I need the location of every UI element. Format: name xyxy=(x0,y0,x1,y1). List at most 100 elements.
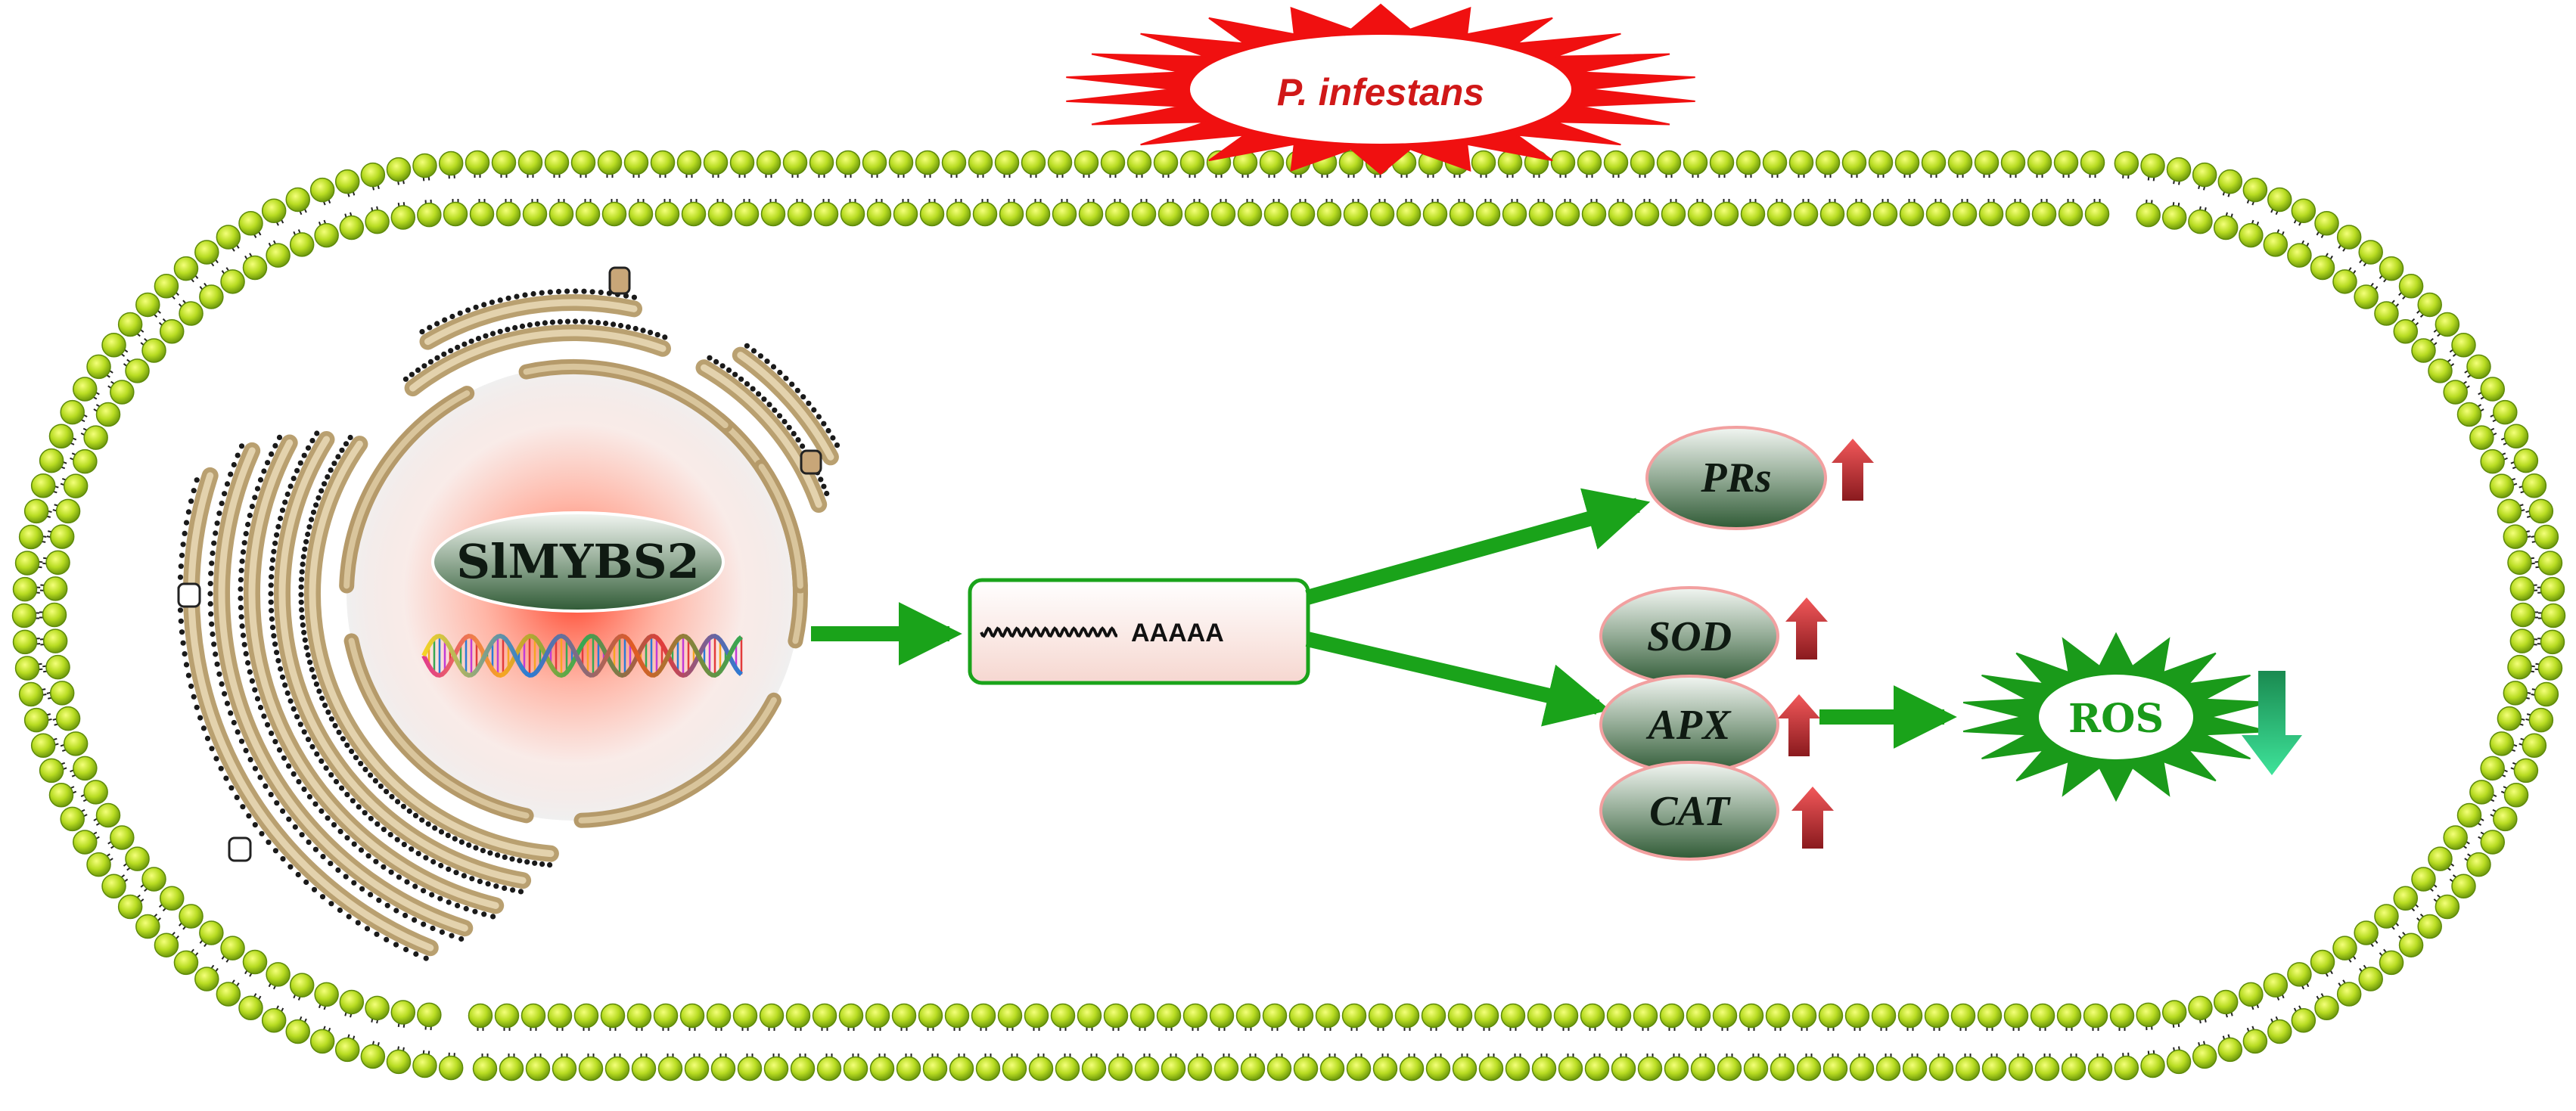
ribosome-dot xyxy=(216,671,222,677)
ribosome-dot xyxy=(286,763,292,769)
lipid-head xyxy=(1478,1056,1504,1082)
lipid-head xyxy=(703,150,729,175)
ribosome-dot xyxy=(179,629,185,635)
lipid-head xyxy=(1528,201,1554,227)
lipid-head xyxy=(578,1056,604,1082)
ribosome-dot xyxy=(766,402,772,408)
envelope-lumen xyxy=(578,697,777,824)
lipid-head xyxy=(18,524,44,550)
lipid-head xyxy=(575,201,601,227)
lipid-head xyxy=(597,150,623,175)
lipid-head xyxy=(2522,733,2547,759)
lipid-head xyxy=(1425,1056,1451,1082)
ribosome-dot xyxy=(328,901,334,907)
lipid-head xyxy=(2192,162,2217,188)
ribosome-dot xyxy=(182,530,188,537)
lipid-head xyxy=(2398,933,2424,957)
lipid-head xyxy=(2291,198,2317,223)
lipid-head xyxy=(2537,551,2563,576)
lipid-head xyxy=(547,1003,573,1029)
lipid-head xyxy=(125,846,150,871)
ribosome-dot xyxy=(297,722,303,728)
ribosome-dot xyxy=(777,369,783,376)
lipid-head xyxy=(1868,150,1894,175)
gene-pill xyxy=(431,511,725,613)
lipid-head xyxy=(289,973,315,998)
lipid-head xyxy=(816,1056,842,1082)
ribosome-dot xyxy=(358,847,365,853)
ribosome-dot xyxy=(381,864,387,870)
er-lumen xyxy=(409,329,667,392)
ribosome-dot xyxy=(333,778,340,785)
lipid-head xyxy=(1153,150,1179,175)
lipid-head xyxy=(785,1003,811,1029)
ribosome-dot xyxy=(197,715,204,721)
ribosome-dot xyxy=(274,800,280,806)
ribosome-dot xyxy=(298,591,304,597)
ribosome-dot xyxy=(291,771,297,777)
ribosome-dot xyxy=(750,386,756,392)
ribosome-dot xyxy=(401,842,407,848)
lipid-head xyxy=(1394,1003,1420,1029)
ribosome-dot xyxy=(446,899,452,905)
ribosome-dot xyxy=(301,452,307,458)
lipid-head xyxy=(1105,201,1130,227)
vesicle xyxy=(800,449,822,475)
lipid-head xyxy=(684,1056,710,1082)
lipid-head xyxy=(334,169,360,194)
lipid-head xyxy=(465,150,490,175)
ribosome-dot xyxy=(208,570,214,576)
ribosome-dot xyxy=(274,650,280,656)
ribosome-dot xyxy=(183,662,190,668)
lipid-head xyxy=(2034,1056,2060,1082)
lipid-head xyxy=(1871,1003,1897,1029)
lipid-head xyxy=(1293,1056,1319,1082)
ribosome-dot xyxy=(519,323,526,329)
lipid-head xyxy=(1237,201,1263,227)
ribosome-dot xyxy=(243,650,249,657)
lipid-head xyxy=(2263,973,2289,998)
ribosome-dot xyxy=(314,430,320,436)
ribosome-dot xyxy=(662,334,668,340)
ribosome-dot xyxy=(445,833,451,839)
lipid-head xyxy=(154,274,179,299)
ribosome-dot xyxy=(534,321,541,327)
cat-up-arrow xyxy=(1791,787,1834,849)
ribosome-dot xyxy=(344,742,350,748)
lipid-head xyxy=(2213,215,2239,241)
lipid-head xyxy=(2503,424,2529,448)
ribosome-dot xyxy=(806,400,812,406)
vesicle xyxy=(608,266,631,295)
lipid-head xyxy=(759,1003,785,1029)
lipid-head xyxy=(2489,473,2515,498)
lipid-head xyxy=(1531,1056,1557,1082)
lipid-head xyxy=(2480,756,2505,781)
lipid-head xyxy=(946,201,971,227)
ribosome-dot xyxy=(276,747,283,753)
lipid-head xyxy=(1213,1056,1239,1082)
ribosome-dot xyxy=(458,936,465,942)
lipid-head xyxy=(179,301,204,326)
lipid-head xyxy=(2493,806,2518,832)
lipid-head xyxy=(2239,982,2264,1007)
ribosome-dot xyxy=(421,363,427,369)
lipid-head xyxy=(2030,1003,2056,1029)
ribosome-dot xyxy=(782,418,788,425)
lipid-head xyxy=(1156,1003,1182,1029)
ribosome-dot xyxy=(254,696,261,702)
ribosome-dot xyxy=(272,848,278,854)
ribosome-dot xyxy=(825,427,831,434)
dna-strand xyxy=(421,633,743,678)
lipid-head xyxy=(1550,150,1576,175)
ribosome-dot xyxy=(238,595,244,601)
lipid-head xyxy=(309,177,335,203)
lipid-head xyxy=(840,201,865,227)
lipid-head xyxy=(1235,1003,1261,1029)
lipid-head xyxy=(2507,654,2532,680)
ribosome-dot xyxy=(726,367,732,373)
ribosome-dot xyxy=(305,737,312,743)
lipid-head xyxy=(1770,1056,1795,1082)
ribosome-dot xyxy=(306,524,312,530)
ribosome-dot xyxy=(210,550,216,557)
lipid-head xyxy=(896,1056,921,1082)
